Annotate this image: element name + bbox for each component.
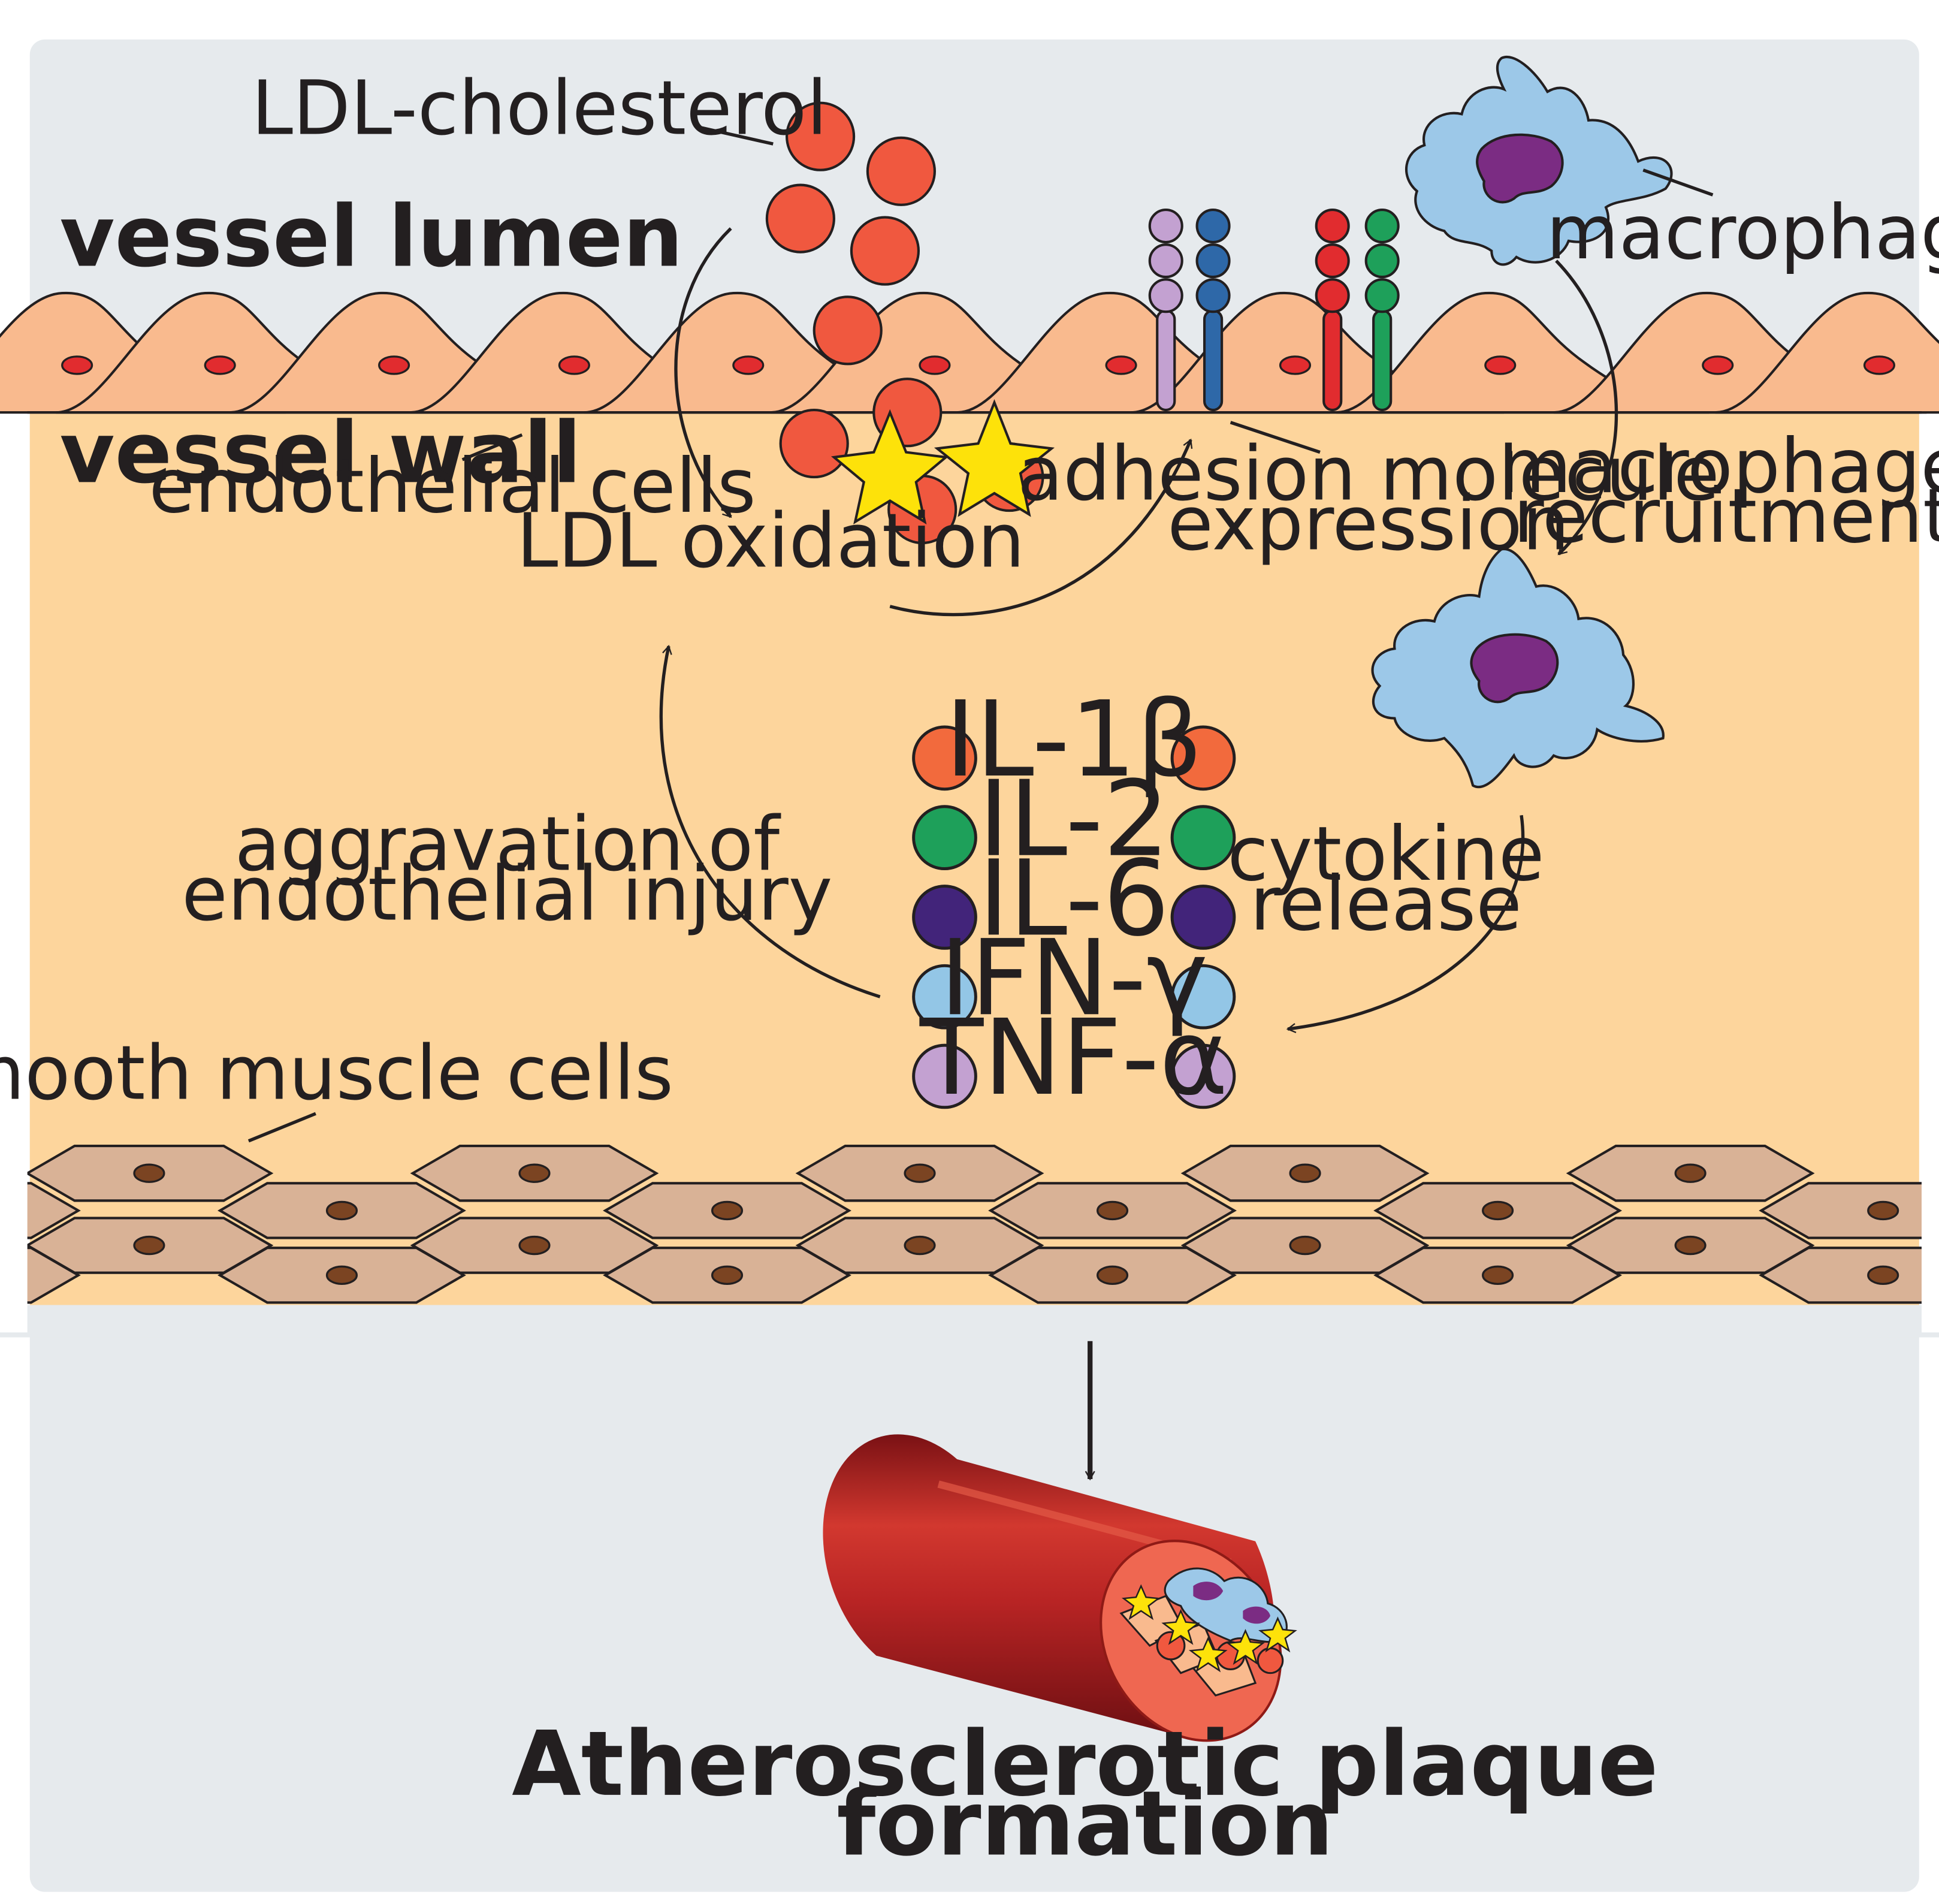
label-cytokine-release-2: release [1250, 861, 1522, 948]
nucleus [204, 355, 236, 375]
smooth-muscle-cell [795, 1145, 1044, 1202]
cytokine-dot [912, 725, 977, 791]
nucleus [1105, 355, 1137, 375]
smooth-muscle-cell [218, 1247, 466, 1304]
smooth-muscle-cell [988, 1182, 1237, 1239]
smooth-muscle-cell [1759, 1182, 1939, 1239]
cytokine-name: IFN-γ [940, 918, 1208, 1039]
cytokine-name: IL-2 [978, 759, 1170, 880]
label-adhesion-molecule: adhesion molecule [1017, 430, 1720, 517]
label-cytokine-release-1: cytokine [1227, 811, 1544, 898]
smooth-muscle-cell [1373, 1182, 1623, 1239]
adhesion-molecule-icon [1148, 209, 1183, 412]
ldl-particle-icon [866, 136, 936, 206]
cytokine-dot [912, 964, 977, 1030]
macrophage-recruitment-arrow [1555, 260, 1618, 556]
adhesion-expression-arrow [889, 438, 1193, 617]
blood-vessel-icon [823, 1434, 1297, 1742]
smooth-muscle-cell [795, 1217, 1044, 1274]
cytokine-dot [912, 885, 977, 950]
smooth-muscle-cell [218, 1182, 466, 1239]
label-endothelial-cells: endothelial cells [149, 443, 756, 530]
cytokine-name: TNF-α [919, 997, 1228, 1119]
cytokine-dot [912, 1043, 977, 1109]
nucleus [919, 355, 951, 375]
label-aggravation-2: endothelial injury [182, 851, 832, 938]
cytokine-dot [1170, 885, 1236, 950]
cytokine-dot [1170, 964, 1236, 1030]
smooth-muscle-cell [1373, 1247, 1623, 1304]
ldl-particle-icon [813, 295, 883, 366]
cytokine-item: IL-1β [912, 679, 1236, 801]
plaque-icon [1119, 1567, 1297, 1697]
macrophage-icon [1405, 56, 1673, 266]
oxidized-ldl-star-icon [830, 399, 1055, 525]
endothelial-cell [1715, 291, 1939, 414]
smooth-muscle-cell [25, 1145, 274, 1202]
smooth-muscle-cell [1566, 1217, 1815, 1274]
smooth-muscle-layer [0, 1121, 1939, 1338]
ldl-particle-icon [765, 183, 835, 254]
label-macrophage-recruitment-1: macrophage [1499, 423, 1939, 510]
plaque-title-line2: formation [836, 1772, 1333, 1876]
macrophage-icon [1371, 548, 1665, 789]
label-ldl-oxidation: LDL oxidation [517, 497, 1025, 584]
cytokine-dot [1170, 1043, 1236, 1109]
smooth-muscle-cell [603, 1247, 851, 1304]
ldl-particles [765, 101, 1044, 545]
nucleus [732, 355, 765, 375]
label-vessel-lumen: vessel lumen [60, 188, 683, 286]
label-pointer-lines [247, 125, 1714, 1143]
label-smooth-muscle-cells: smooth muscle cells [0, 1030, 673, 1117]
label-macrophage-recruitment-2: recruitment [1513, 473, 1939, 560]
smooth-muscle-cell [410, 1145, 659, 1202]
cytokine-item: IL-2 [912, 759, 1236, 880]
cytokine-name: IL-1β [945, 679, 1203, 801]
smooth-muscle-cell [1566, 1145, 1815, 1202]
adhesion-molecules [1148, 209, 1400, 412]
cytokine-item: IFN-γ [912, 918, 1236, 1039]
label-ldl-cholesterol: LDL-cholesterol [252, 65, 827, 152]
cytokine-item: IL-6 [912, 838, 1236, 959]
smooth-muscle-cell [1180, 1217, 1430, 1274]
cytokine-dot [912, 805, 977, 871]
endothelial-injury-arrow [659, 644, 881, 998]
smooth-muscle-cell [410, 1217, 659, 1274]
endothelial-cell [957, 291, 1330, 414]
smooth-muscle-cell [1759, 1247, 1939, 1304]
smooth-muscle-cell [603, 1182, 851, 1239]
nucleus [1702, 355, 1734, 375]
adhesion-molecule-icon [1195, 209, 1231, 412]
cytokine-dot [1170, 725, 1236, 791]
smooth-muscle-cell [1180, 1145, 1430, 1202]
adhesion-molecule-icon [1315, 209, 1350, 412]
label-expression: expression [1167, 480, 1569, 567]
nucleus [378, 355, 410, 375]
cytokine-dot [1170, 805, 1236, 871]
label-macrophage: macrophage [1546, 189, 1939, 276]
plaque-title-line1: Atherosclerotic plaque [512, 1712, 1658, 1817]
ldl-oxidation-arrow [674, 227, 732, 518]
ldl-particle-icon [779, 409, 849, 479]
nucleus [1863, 355, 1895, 375]
ldl-particle-icon [785, 101, 856, 171]
cytokine-release-arrow [1286, 814, 1525, 1033]
cytokine-name: IL-6 [978, 838, 1170, 959]
adhesion-molecule-icon [1364, 209, 1400, 412]
arrow-icon [659, 227, 1618, 1481]
smooth-muscle-cell [988, 1247, 1237, 1304]
nucleus [558, 355, 590, 375]
smooth-muscle-cell [25, 1217, 274, 1274]
label-aggravation-1: aggravation of [235, 801, 782, 888]
endothelial-cell-layer [0, 291, 1939, 414]
ldl-particle-icon [850, 216, 920, 286]
cytokine-item: TNF-α [912, 997, 1236, 1119]
label-vessel-wall: vessel wall [60, 404, 582, 502]
nucleus [1484, 355, 1517, 375]
nucleus [1279, 355, 1312, 375]
nucleus [61, 355, 93, 375]
